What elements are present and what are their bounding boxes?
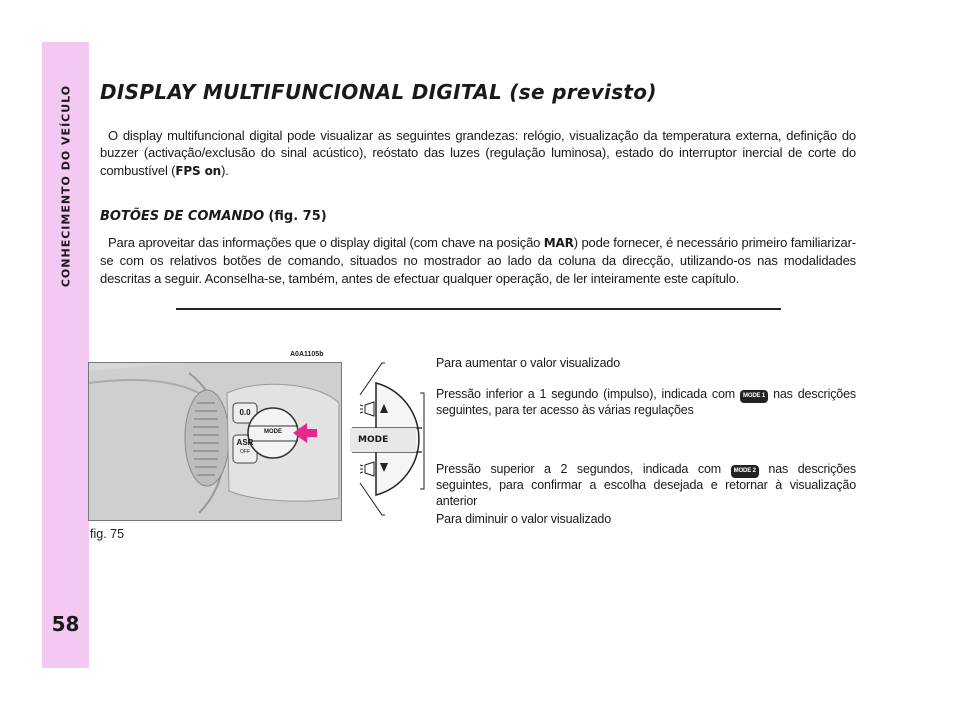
asr-off-label: OFF [240, 449, 250, 455]
page-heading: DISPLAY MULTIFUNCIONAL DIGITAL (se previ… [100, 80, 657, 104]
subheading: BOTÕES DE COMANDO (fig. 75) [100, 209, 327, 224]
short-press-after: nas descrições seguintes, para ter acess… [436, 387, 857, 417]
light-up-icon [359, 401, 388, 417]
increase-description: Para aumentar o valor visualizado [436, 356, 621, 370]
figure-caption: fig. 75 [90, 527, 125, 541]
light-down-icon [359, 461, 388, 477]
short-press-description: Pressão inferior a 1 segundo (impulso), … [436, 387, 856, 419]
page-number: 58 [51, 612, 80, 636]
subheading-ref: (fig. 75) [268, 209, 327, 224]
intro-text: O display multifuncional digital pode vi… [100, 128, 856, 178]
intro-end: ). [221, 162, 229, 178]
trip-button-label: 0.0 [239, 408, 251, 417]
sidebar-band [42, 42, 89, 668]
mode2-badge: MODE 2 [730, 465, 759, 478]
commands-paragraph: Para aproveitar das informações que o di… [100, 234, 856, 287]
commands-before: Para aproveitar das informações que o di… [108, 235, 544, 250]
commands-bold: MAR [543, 236, 574, 250]
mode1-badge: MODE 1 [740, 390, 769, 403]
asr-button-label: ASR [236, 438, 254, 447]
divider-rule [176, 308, 781, 310]
figure-code: A0A1105b [290, 351, 324, 358]
long-press-before: Pressão superior a 2 segundos, indicada … [436, 462, 731, 476]
short-press-before: Pressão inferior a 1 segundo (impulso), … [436, 387, 740, 401]
bracket [420, 392, 425, 490]
decrease-description: Para diminuir o valor visualizado [436, 512, 611, 526]
long-press-after: nas descrições seguintes, para confirmar… [436, 462, 856, 508]
dashboard-illustration [89, 363, 341, 520]
subheading-label: BOTÕES DE COMANDO [100, 209, 265, 224]
intro-bold: FPS on [175, 163, 222, 178]
mode-button-diagram: MODE [340, 355, 436, 530]
diagram-mode-label: MODE [358, 435, 389, 445]
decrease-leader [359, 482, 385, 516]
long-press-description: Pressão superior a 2 segundos, indicada … [436, 462, 856, 509]
sidebar-title: CONHECIMENTO DO VEÍCULO [59, 84, 73, 288]
increase-leader [359, 362, 385, 396]
commands-after: ) pode fornecer, é necessário primeiro f… [100, 235, 856, 286]
control-diagram [350, 362, 425, 516]
dashboard-figure: 0.0 ASR OFF MODE [88, 362, 342, 521]
intro-paragraph: O display multifuncional digital pode vi… [100, 127, 856, 180]
mode-button-label: MODE [264, 429, 282, 435]
